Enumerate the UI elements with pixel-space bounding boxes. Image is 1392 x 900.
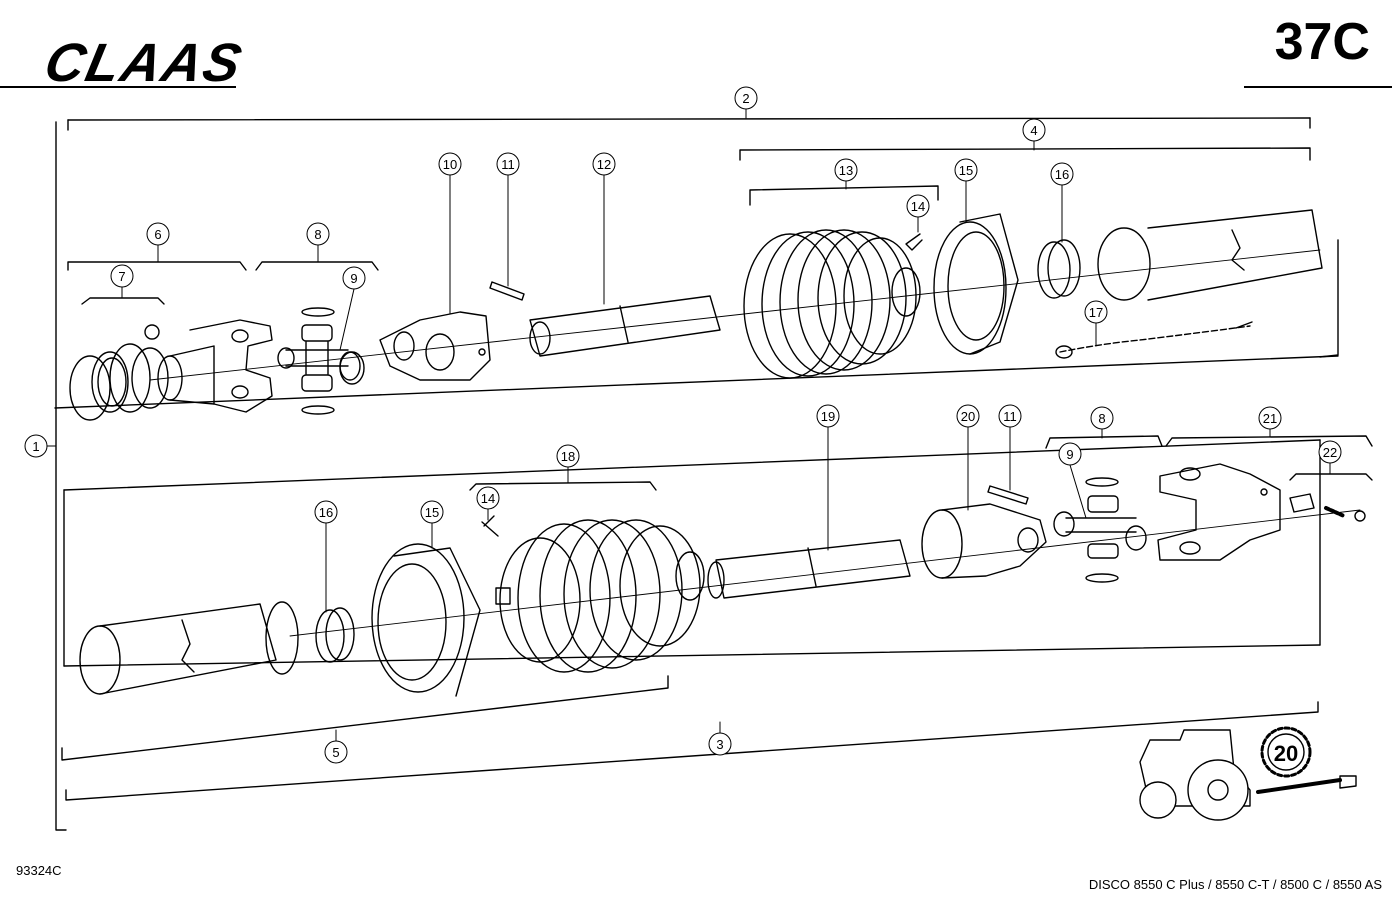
svg-text:15: 15 bbox=[959, 163, 973, 178]
axis-lines bbox=[149, 249, 1361, 637]
header-rule-left bbox=[0, 86, 236, 88]
callout-6: 6 bbox=[146, 222, 170, 263]
svg-text:6: 6 bbox=[154, 227, 161, 242]
tractor-icon bbox=[1139, 729, 1357, 821]
svg-text:8: 8 bbox=[314, 227, 321, 242]
svg-text:2: 2 bbox=[742, 91, 749, 106]
gear-badge: 20 bbox=[1260, 726, 1312, 778]
drawing-number: 93324C bbox=[16, 863, 62, 878]
callout-10: 10 bbox=[438, 152, 462, 315]
callout-7: 7 bbox=[110, 264, 134, 299]
callout-17: 17 bbox=[1084, 300, 1108, 347]
svg-text:21: 21 bbox=[1263, 411, 1277, 426]
safety-chain-part bbox=[1055, 321, 1253, 359]
bearing-ring-upper bbox=[1037, 239, 1081, 299]
pin-part-upper bbox=[489, 281, 525, 301]
callout-13: 13 bbox=[834, 158, 858, 190]
callout-4: 4 bbox=[1022, 118, 1046, 151]
pin-spring-ball-set bbox=[1289, 493, 1366, 522]
profile-tube-upper bbox=[529, 295, 721, 357]
cross-joint-part-lower bbox=[1053, 477, 1147, 583]
callout-22: 22 bbox=[1318, 440, 1342, 475]
svg-text:4: 4 bbox=[1030, 123, 1037, 138]
callout-16-lower: 16 bbox=[314, 500, 338, 613]
svg-text:18: 18 bbox=[561, 449, 575, 464]
callout-3: 3 bbox=[708, 721, 732, 756]
bearing-ring-lower bbox=[315, 607, 355, 663]
guard-tube-upper bbox=[1097, 209, 1323, 301]
svg-text:14: 14 bbox=[481, 491, 495, 506]
guard-cone-upper bbox=[933, 213, 1019, 355]
pin-part-lower bbox=[987, 485, 1029, 505]
callout-21: 21 bbox=[1258, 406, 1282, 438]
screw-part-lower bbox=[481, 515, 499, 537]
assembly-frame bbox=[54, 117, 1373, 831]
svg-text:16: 16 bbox=[319, 505, 333, 520]
svg-text:11: 11 bbox=[501, 157, 515, 172]
svg-text:7: 7 bbox=[118, 269, 125, 284]
svg-text:16: 16 bbox=[1055, 167, 1069, 182]
callout-15-lower: 15 bbox=[420, 500, 444, 549]
callout-19: 19 bbox=[816, 404, 840, 551]
callout-12: 12 bbox=[592, 152, 616, 305]
ring-set-part bbox=[69, 324, 169, 421]
callout-11-lower: 11 bbox=[998, 404, 1022, 491]
callout-15-upper: 15 bbox=[954, 158, 978, 223]
svg-text:8: 8 bbox=[1098, 411, 1105, 426]
callout-16-upper: 16 bbox=[1050, 162, 1074, 243]
callout-9-upper: 9 bbox=[339, 266, 366, 351]
callout-11-upper: 11 bbox=[496, 152, 520, 287]
svg-text:9: 9 bbox=[1066, 447, 1073, 462]
svg-text:13: 13 bbox=[839, 163, 853, 178]
svg-text:1: 1 bbox=[32, 439, 39, 454]
svg-text:19: 19 bbox=[821, 409, 835, 424]
callout-2: 2 bbox=[734, 86, 758, 119]
svg-text:15: 15 bbox=[425, 505, 439, 520]
bellows-lower bbox=[495, 519, 705, 673]
yoke-part-lower bbox=[1157, 463, 1281, 561]
gear-badge-value: 20 bbox=[1274, 741, 1298, 766]
svg-text:12: 12 bbox=[597, 157, 611, 172]
callout-8-upper: 8 bbox=[306, 222, 330, 263]
callout-5: 5 bbox=[324, 729, 348, 764]
svg-text:3: 3 bbox=[716, 737, 723, 752]
svg-text:10: 10 bbox=[443, 157, 457, 172]
callout-9-lower: 9 bbox=[1058, 442, 1087, 519]
callout-8-lower: 8 bbox=[1090, 406, 1114, 439]
callout-14-lower: 14 bbox=[476, 486, 500, 521]
callout-1: 1 bbox=[24, 434, 57, 458]
svg-text:22: 22 bbox=[1323, 445, 1337, 460]
header-rule-right bbox=[1244, 86, 1392, 88]
yoke-part bbox=[157, 319, 273, 413]
callout-20: 20 bbox=[956, 404, 980, 511]
svg-text:14: 14 bbox=[911, 199, 925, 214]
spline-yoke-lower bbox=[921, 503, 1047, 579]
svg-text:5: 5 bbox=[332, 745, 339, 760]
guard-tube-lower bbox=[79, 601, 299, 695]
svg-text:9: 9 bbox=[350, 271, 357, 286]
screw-part-upper bbox=[905, 233, 923, 251]
svg-text:11: 11 bbox=[1003, 409, 1017, 424]
cross-joint-part-upper bbox=[277, 307, 365, 415]
model-list: DISCO 8550 C Plus / 8550 C-T / 8500 C / … bbox=[1088, 877, 1382, 892]
guard-cone-lower bbox=[371, 543, 481, 697]
callout-18: 18 bbox=[556, 444, 580, 484]
bellows-upper bbox=[743, 229, 921, 379]
profile-tube-lower bbox=[707, 539, 911, 599]
svg-text:20: 20 bbox=[961, 409, 975, 424]
callout-14-upper: 14 bbox=[906, 194, 930, 233]
sheet-id: 37C bbox=[1274, 13, 1370, 71]
spline-yoke-part bbox=[379, 311, 491, 381]
svg-text:17: 17 bbox=[1089, 305, 1103, 320]
